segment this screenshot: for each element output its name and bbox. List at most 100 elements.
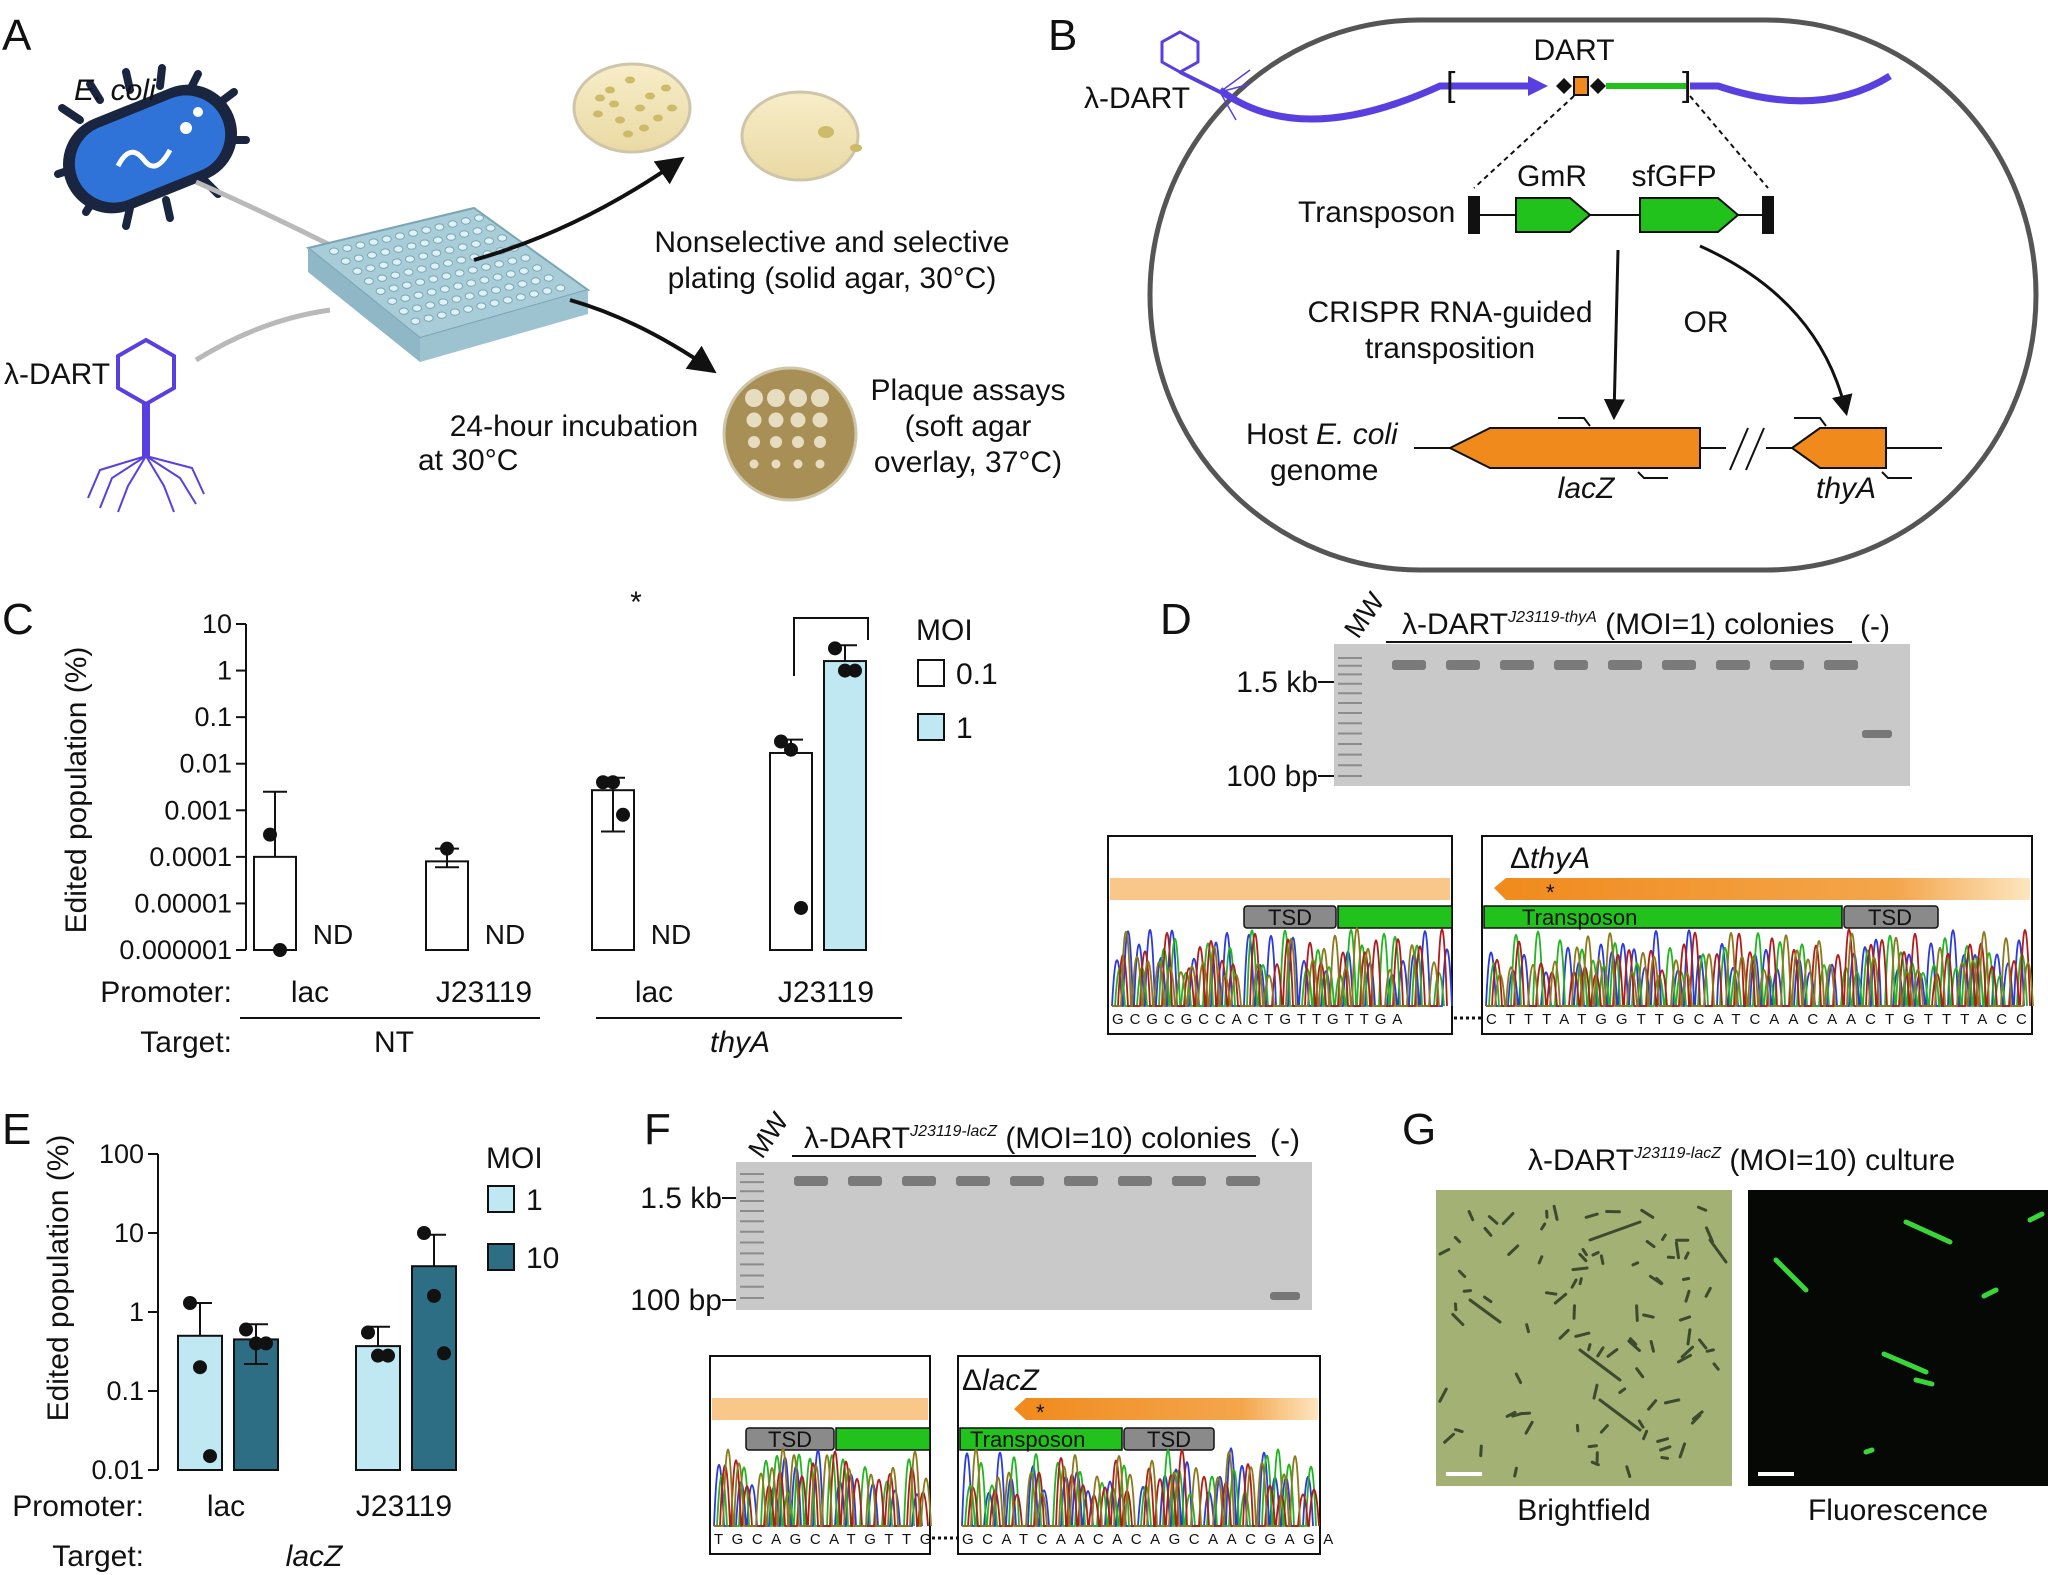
well (391, 258, 402, 266)
e-y-axis-label: Edited population (%) (42, 1135, 75, 1422)
cell (1684, 1289, 1691, 1303)
d-tsd-right: TSD (1868, 905, 1912, 930)
well (416, 265, 427, 273)
well (432, 236, 443, 244)
c-promoter-label: Promoter: (100, 976, 232, 1009)
cell (1661, 1233, 1667, 1241)
cell (1697, 1205, 1708, 1212)
f-gel-image (736, 1162, 1312, 1310)
gel-band (1824, 660, 1858, 670)
plaque (793, 459, 803, 469)
well (441, 272, 452, 280)
well (412, 304, 422, 312)
plaque (771, 459, 781, 469)
well (447, 220, 458, 228)
panel-c: C Edited population (%) 1010.10.010.0010… (2, 586, 998, 1059)
well (353, 254, 364, 262)
colony (653, 114, 663, 122)
well (555, 284, 566, 292)
f-chromatogram-right: ΔlacZ * Transposon TSD GCATCAACACAGCAACG… (957, 1355, 1333, 1555)
e-target-label: Target: (52, 1540, 144, 1573)
y-tick-label: 10 (202, 609, 232, 639)
well (451, 295, 462, 303)
panel-label-g: G (1402, 1105, 1436, 1154)
colony (639, 124, 649, 132)
data-point (848, 663, 862, 678)
cell (1453, 1302, 1458, 1312)
well (426, 288, 437, 296)
c-legend-title: MOI (916, 614, 973, 647)
data-point (794, 900, 808, 915)
trace (962, 1448, 1301, 1527)
well (387, 297, 398, 305)
cell (1479, 1444, 1483, 1458)
cell (1599, 1424, 1609, 1434)
well (517, 280, 528, 288)
data-point (427, 1288, 441, 1303)
agar-plate-selective-icon (740, 90, 862, 182)
cell (1640, 1208, 1655, 1219)
data-point (616, 807, 630, 822)
well (456, 256, 467, 264)
cell (1467, 1210, 1475, 1222)
cell (1642, 1429, 1649, 1441)
data-point (263, 827, 277, 842)
data-point (361, 1325, 375, 1340)
e-legend-swatch-0 (487, 1185, 515, 1213)
well (505, 270, 516, 278)
gel-band (1392, 660, 1426, 670)
gel-band (1608, 660, 1642, 670)
bar (823, 660, 867, 951)
well (470, 240, 481, 248)
plaque-line-1: Plaque assays (870, 374, 1065, 407)
d-tsd-left: TSD (1268, 905, 1312, 930)
well (543, 274, 554, 282)
well (415, 278, 426, 286)
well (460, 217, 471, 225)
y-tick-label: 10 (114, 1218, 144, 1248)
c-legend-label-1: 1 (956, 712, 973, 745)
well (375, 287, 386, 295)
colony (615, 116, 625, 124)
c-legend-label-0: 0.1 (956, 658, 998, 691)
cell (1570, 1278, 1578, 1289)
data-point (440, 841, 454, 856)
well (492, 273, 503, 281)
cell (1438, 1387, 1448, 1403)
f-bp-label: 100 bp (630, 1284, 722, 1317)
panel-a: A E. coli (2, 11, 1066, 513)
d-chromatogram-right: ΔthyA * Transposon TSD CTTTATGGTTGCATCAA… (1481, 835, 2034, 1035)
f-transposon-label: Transposon (970, 1427, 1085, 1452)
y-tick-label: 0.01 (179, 749, 232, 779)
phage-label: λ-DART (4, 358, 110, 391)
arrow-to-plaque (569, 298, 717, 374)
d-seq-left: GCGCGCCACTGTTGTTGA (1112, 1011, 1408, 1028)
g-fluorescence-label: Fluorescence (1808, 1494, 1988, 1527)
data-point (838, 663, 852, 678)
cell (1451, 1312, 1465, 1327)
c-significance: * (630, 586, 642, 619)
panel-g: G λ-DARTJ23119-lacZ (MOI=10) culture Bri… (1402, 1105, 2048, 1527)
cell (1705, 1226, 1714, 1243)
trace (1112, 927, 1440, 1007)
cell (1578, 1252, 1588, 1263)
cell (1690, 1414, 1702, 1425)
well (434, 223, 445, 231)
well (340, 257, 351, 265)
well (394, 232, 405, 240)
cell (1631, 1261, 1640, 1267)
arrow-to-plates (473, 156, 685, 262)
c-promoter-1: J23119 (436, 976, 532, 1009)
g-brightfield-label: Brightfield (1517, 1494, 1650, 1527)
lacz-gene (1447, 427, 1701, 469)
f-seq-left: TGCAGCATGTTG (714, 1531, 940, 1548)
panel-label-f: F (644, 1105, 671, 1154)
gel-band (1226, 1176, 1260, 1186)
cell (1514, 1372, 1523, 1385)
well (474, 214, 484, 222)
cell (1663, 1398, 1681, 1405)
panel-label-b: B (1048, 11, 1077, 60)
f-star: * (1036, 1400, 1045, 1425)
well (542, 287, 553, 295)
